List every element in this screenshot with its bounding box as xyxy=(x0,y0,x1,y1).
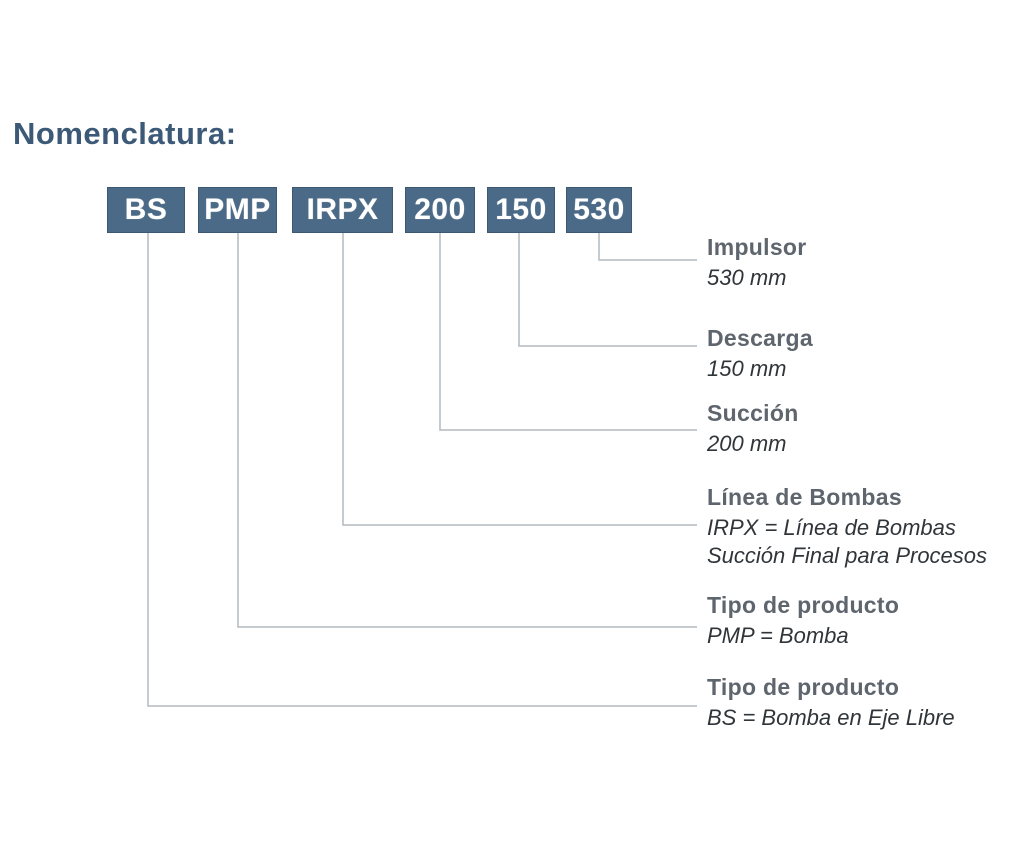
connector-bs-tipo xyxy=(147,233,697,707)
annotation-heading: Impulsor xyxy=(707,234,807,260)
code-box-150: 150 xyxy=(487,187,555,233)
code-box-pmp: PMP xyxy=(198,187,277,233)
annotation-succion: Succión 200 mm xyxy=(707,400,1017,458)
annotation-detail: 200 mm xyxy=(707,431,787,456)
annotation-descarga: Descarga 150 mm xyxy=(707,325,1017,383)
annotation-heading: Tipo de producto xyxy=(707,592,900,618)
annotation-detail: Succión Final para Procesos xyxy=(707,543,988,568)
annotation-linea-de-bombas: Línea de Bombas IRPX = Línea de Bombas S… xyxy=(707,484,1017,570)
annotation-detail: PMP = Bomba xyxy=(707,623,849,648)
annotation-heading: Descarga xyxy=(707,325,813,351)
connector-150-descarga xyxy=(518,233,697,347)
annotation-heading: Succión xyxy=(707,400,799,426)
annotation-detail: 150 mm xyxy=(707,356,787,381)
annotation-heading: Línea de Bombas xyxy=(707,484,902,510)
code-box-bs: BS xyxy=(107,187,185,233)
code-box-irpx: IRPX xyxy=(292,187,393,233)
code-box-530: 530 xyxy=(566,187,632,233)
annotation-impulsor: Impulsor 530 mm xyxy=(707,234,1017,292)
code-box-200: 200 xyxy=(405,187,475,233)
annotation-heading: Tipo de producto xyxy=(707,674,900,700)
connector-530-impulsor xyxy=(598,233,697,261)
connector-200-succion xyxy=(439,233,697,431)
annotation-detail: 530 mm xyxy=(707,265,787,290)
annotation-detail: IRPX = Línea de Bombas xyxy=(707,515,956,540)
annotation-detail: BS = Bomba en Eje Libre xyxy=(707,705,955,730)
page-title: Nomenclatura: xyxy=(13,116,237,151)
annotation-tipo-producto-pmp: Tipo de producto PMP = Bomba xyxy=(707,592,1017,650)
connector-pmp-tipo xyxy=(237,233,697,628)
connector-irpx-linea xyxy=(342,233,697,526)
annotation-tipo-producto-bs: Tipo de producto BS = Bomba en Eje Libre xyxy=(707,674,1017,732)
